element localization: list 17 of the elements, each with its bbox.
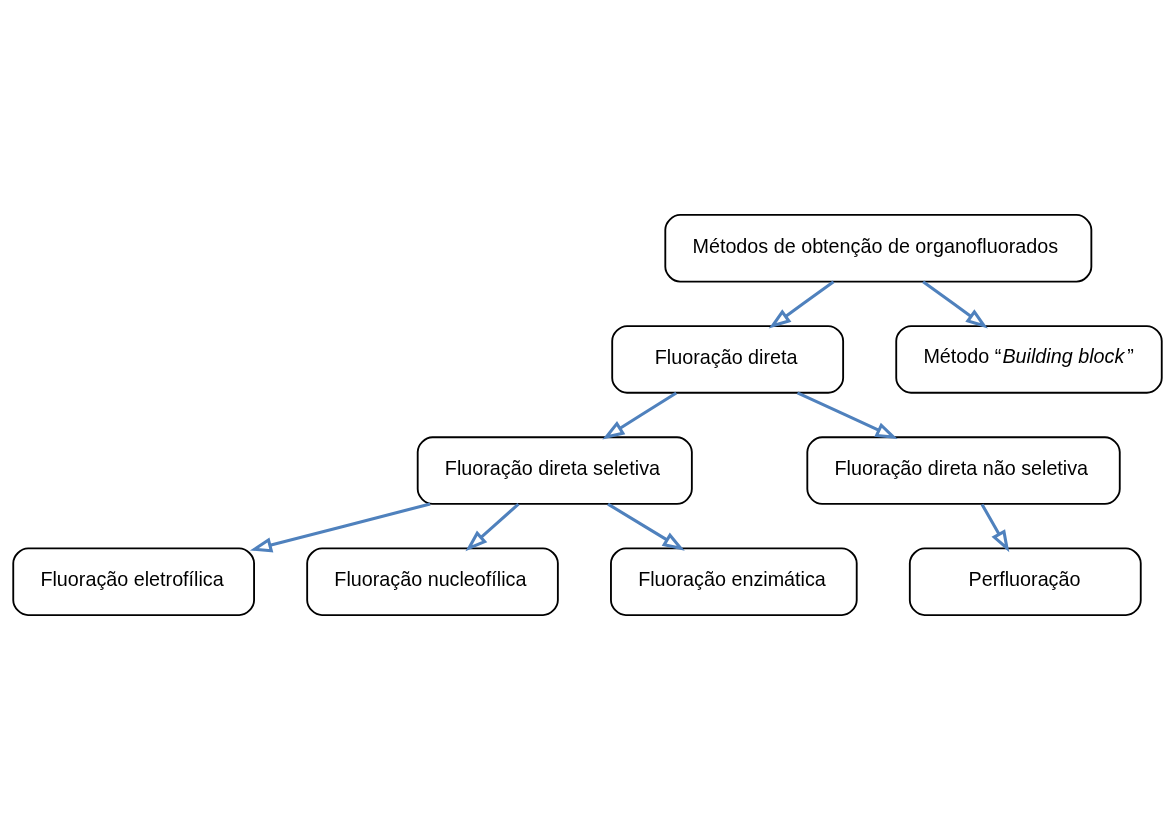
arrow [922,280,988,329]
node-box: Fluoração direta não seletiva [806,435,1121,505]
node-box: Fluoração enzimática [610,546,858,616]
arrow [796,390,898,439]
node-box: Fluoração eletrofílica [12,546,255,616]
node-box: Fluoração direta seletiva [416,435,693,505]
arrow [768,280,835,329]
node-box: Métodos de obtenção de organofluorados [664,213,1093,283]
node-box: Fluoração nucleofílica [306,546,559,616]
arrow [249,502,431,552]
arrow [602,391,678,439]
node-box: Método “Building block” [895,324,1163,394]
node-box: Perfluoração [908,546,1142,616]
arrow [465,502,520,551]
arrow [607,502,685,551]
arrow [980,503,1010,552]
node-box: Fluoração direta [611,324,845,394]
